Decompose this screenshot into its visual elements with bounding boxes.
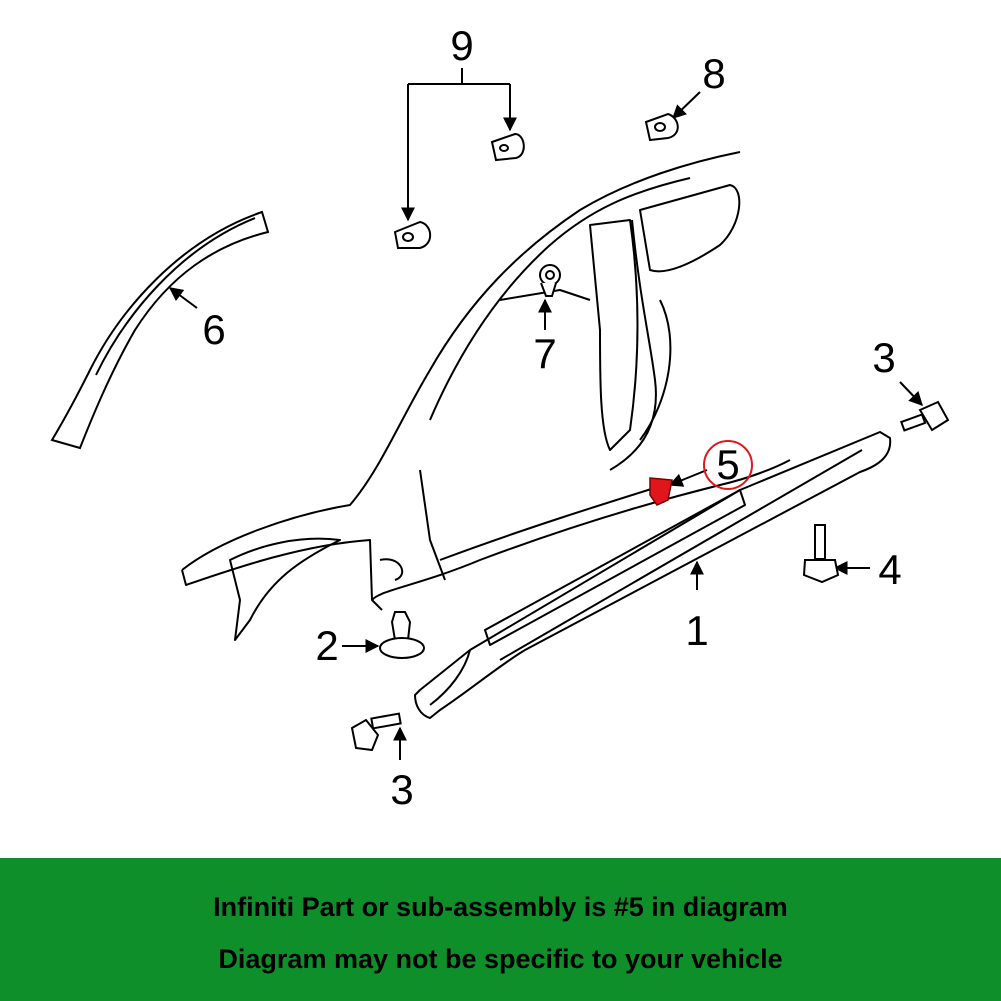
part-1-sill bbox=[414, 431, 892, 719]
bolt-icon bbox=[350, 712, 402, 752]
callout-2: 2 bbox=[315, 622, 339, 669]
callout-3-bottom: 3 bbox=[390, 766, 414, 813]
callout-arrows bbox=[168, 68, 923, 760]
clip-icon bbox=[644, 112, 679, 142]
callout-4: 4 bbox=[878, 546, 902, 593]
banner-line-disclaimer: Diagram may not be specific to your vehi… bbox=[218, 944, 783, 974]
parts-diagram: 9 8 6 7 3 5 4 2 1 3 bbox=[50, 22, 950, 813]
callout-8: 8 bbox=[702, 50, 726, 97]
callout-6: 6 bbox=[202, 306, 226, 353]
callout-1: 1 bbox=[685, 607, 709, 654]
callout-7: 7 bbox=[533, 330, 557, 377]
clip-icon bbox=[393, 220, 432, 249]
body-side-panel bbox=[181, 151, 791, 641]
clip-icon bbox=[490, 132, 525, 162]
part-5-clip bbox=[649, 477, 673, 506]
callout-3-right: 3 bbox=[872, 334, 896, 381]
grommet-icon bbox=[379, 611, 425, 659]
callout-5: 5 bbox=[703, 440, 753, 490]
bolt-icon bbox=[802, 524, 840, 584]
callout-9: 9 bbox=[450, 22, 474, 69]
info-banner: Infiniti Part or sub-assembly is #5 in d… bbox=[0, 858, 1001, 1001]
bolt-icon bbox=[900, 400, 950, 432]
part-6-moulding bbox=[50, 210, 270, 450]
banner-line-part: Infiniti Part or sub-assembly is #5 in d… bbox=[213, 892, 788, 922]
clip-icon bbox=[539, 264, 561, 297]
